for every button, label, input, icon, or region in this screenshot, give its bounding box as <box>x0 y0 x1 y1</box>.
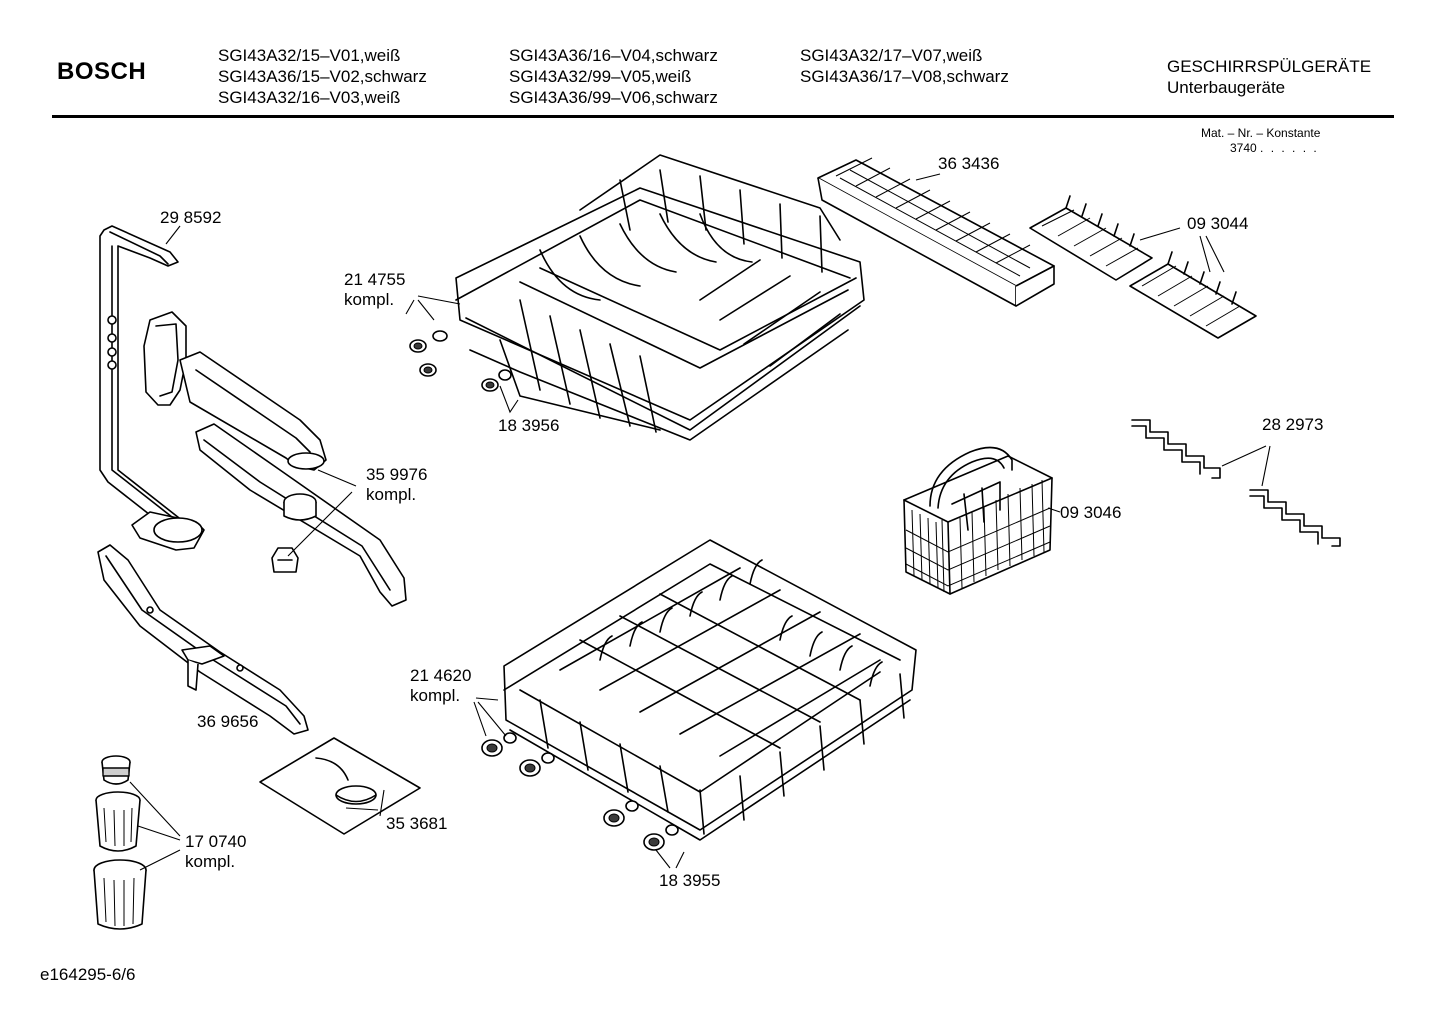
cutlery-tray-insert <box>817 157 1055 307</box>
model-item: SGI43A32/15–V01,weiß <box>218 46 401 65</box>
upper-spray-pipe <box>143 311 327 471</box>
part-label-183956: 18 3956 <box>498 416 560 435</box>
part-label-369656: 36 9656 <box>197 712 259 731</box>
cutlery-basket <box>903 446 1053 595</box>
model-item: SGI43A36/16–V04,schwarz <box>509 46 718 65</box>
part-label-093044: 09 3044 <box>1187 214 1249 233</box>
part-label-282973: 28 2973 <box>1262 415 1324 434</box>
part-label-298592: 29 8592 <box>160 208 222 227</box>
model-item: SGI43A32/16–V03,weiß <box>218 88 401 107</box>
model-list-col3: SGI43A32/17–V07,weiß SGI43A36/17–V08,sch… <box>800 45 1009 87</box>
material-number-dots: . . . . . . <box>1260 141 1319 155</box>
part-suffix: kompl. <box>185 852 236 871</box>
part-number: 17 0740 <box>185 832 247 851</box>
stepped-rack-pair <box>1131 419 1341 547</box>
part-suffix: kompl. <box>344 290 395 309</box>
part-label-363436: 36 3436 <box>938 154 1000 173</box>
callout-leader-lines <box>129 173 1271 871</box>
drawing-id: e164295-6/6 <box>40 965 136 984</box>
model-item: SGI43A36/99–V06,schwarz <box>509 88 718 107</box>
filter-assembly <box>93 755 147 930</box>
material-number: 3740 <box>1230 141 1257 155</box>
part-number: 21 4755 <box>344 270 406 289</box>
model-item: SGI43A36/17–V08,schwarz <box>800 67 1009 86</box>
sump-base-plate <box>259 737 421 835</box>
brand-logo: BOSCH <box>57 58 147 85</box>
part-label-214620: 21 4620 kompl. <box>410 666 471 706</box>
part-label-170740: 17 0740 kompl. <box>185 832 246 872</box>
upper-dish-basket <box>409 154 865 441</box>
part-number: 21 4620 <box>410 666 472 685</box>
model-item: SGI43A32/99–V05,weiß <box>509 67 692 86</box>
model-list-col1: SGI43A32/15–V01,weiß SGI43A36/15–V02,sch… <box>218 45 427 108</box>
model-item: SGI43A36/15–V02,schwarz <box>218 67 427 86</box>
model-list-col2: SGI43A36/16–V04,schwarz SGI43A32/99–V05,… <box>509 45 718 108</box>
material-number-label: Mat. – Nr. – Konstante <box>1201 126 1321 140</box>
cup-shelf-pair <box>1029 195 1257 339</box>
part-label-353681: 35 3681 <box>386 814 448 833</box>
part-number: 35 9976 <box>366 465 428 484</box>
part-suffix: kompl. <box>366 485 417 504</box>
part-suffix: kompl. <box>410 686 461 705</box>
appliance-category: GESCHIRRSPÜLGERÄTE Unterbaugeräte <box>1167 56 1371 98</box>
part-label-214755: 21 4755 kompl. <box>344 270 405 310</box>
header-divider <box>52 115 1394 118</box>
spray-arm-feed-pipe <box>99 225 205 551</box>
lower-dish-basket <box>481 539 917 851</box>
category-subtitle: Unterbaugeräte <box>1167 78 1286 97</box>
upper-spray-arm <box>195 423 407 607</box>
category-title: GESCHIRRSPÜLGERÄTE <box>1167 57 1372 76</box>
lower-spray-arm <box>97 544 309 735</box>
part-label-183955: 18 3955 <box>659 871 721 890</box>
part-label-359976: 35 9976 kompl. <box>366 465 427 505</box>
model-item: SGI43A32/17–V07,weiß <box>800 46 983 65</box>
part-label-093046: 09 3046 <box>1060 503 1122 522</box>
material-number-block: Mat. – Nr. – Konstante 3740 . . . . . . <box>1201 126 1320 156</box>
